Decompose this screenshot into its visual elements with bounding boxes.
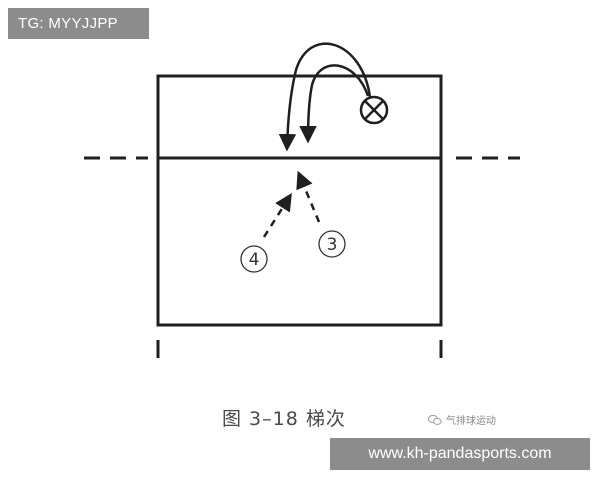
player-3-marker: 3 xyxy=(318,230,346,258)
player-4-marker: 4 xyxy=(240,245,268,273)
url-banner: www.kh-pandasports.com xyxy=(330,438,590,470)
player-3-label: 3 xyxy=(327,235,338,255)
wechat-icon xyxy=(428,414,442,425)
player-4-move-arrow xyxy=(262,193,292,238)
player-4-label: 4 xyxy=(249,250,260,270)
ball-path-inner-arrow xyxy=(299,64,370,144)
player-3-move-arrow xyxy=(296,170,321,223)
ball-icon xyxy=(359,95,389,125)
source-watermark: 气排球运动 xyxy=(428,412,496,427)
watermark-tag: TG: MYYJJPP xyxy=(8,8,149,39)
figure-caption: 图 3–18 梯次 xyxy=(222,408,346,430)
ball-path-outer-arrow xyxy=(278,42,372,152)
court-outline xyxy=(156,74,443,327)
source-watermark-text: 气排球运动 xyxy=(446,416,496,427)
